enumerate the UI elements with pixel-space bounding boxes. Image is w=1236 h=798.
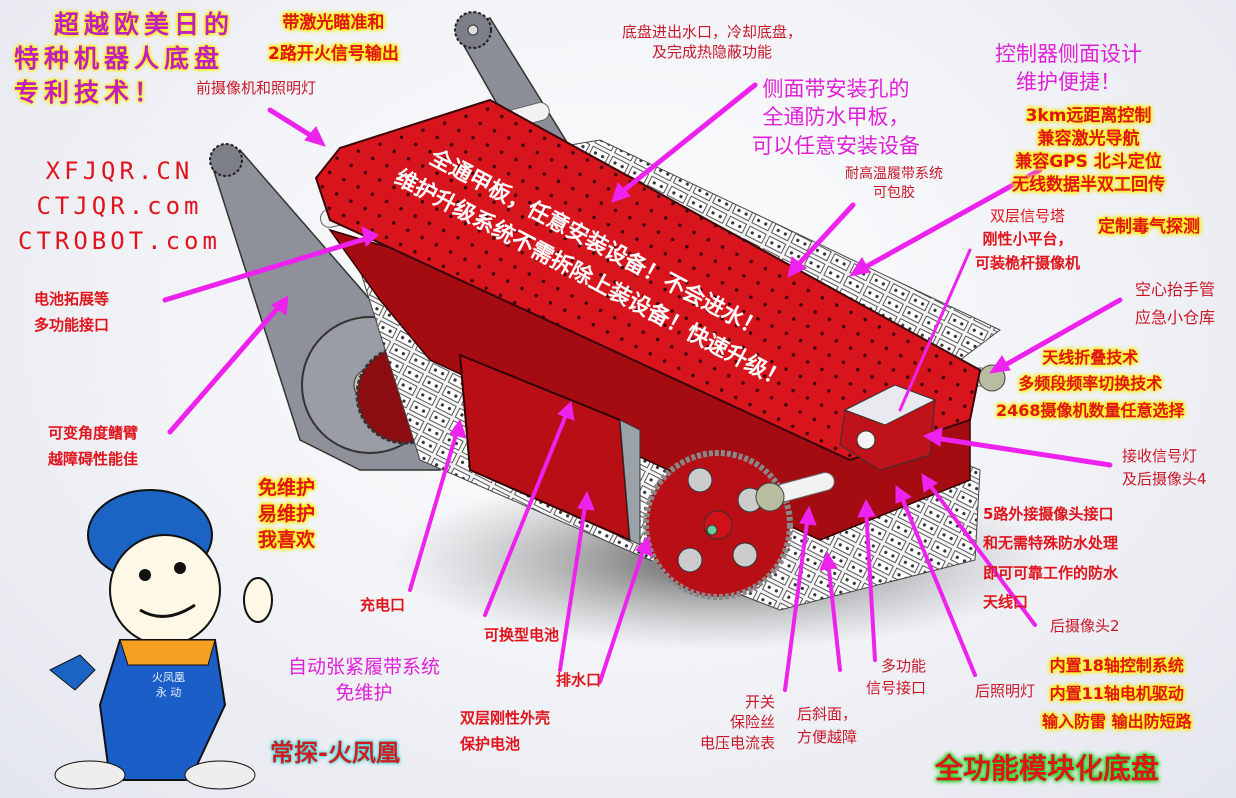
top-deck <box>314 98 982 462</box>
callout-camera-ports: 5路外接摄像头接口 和无需特殊防水处理 即可可靠工作的防水 天线口 <box>983 505 1119 611</box>
callout-maintenance: 免维护 易维护 我喜欢 <box>258 477 316 552</box>
callout-signal-light: 接收信号灯 及后摄像头4 <box>1122 447 1207 488</box>
callout-controller-side: 控制器侧面设计 维护便捷！ <box>995 42 1142 95</box>
callout-rear-slope: 后斜面， 方便越障 <box>797 705 858 746</box>
product-title: 全功能模块化底盘 <box>935 752 1160 785</box>
callout-battery: 可换型电池 <box>484 626 560 644</box>
mascot-mechanic <box>49 489 273 790</box>
callout-signal-tower: 双层信号塔 刚性小平台， 可装桅杆摄像机 <box>975 207 1081 272</box>
callout-auto-tension: 自动张紧履带系统 免维护 <box>288 656 441 704</box>
callout-switch: 开关 保险丝 电压电流表 <box>699 693 775 752</box>
rear-drive-wheel <box>643 450 793 600</box>
callout-control-features: 3km远距离控制 兼容激光导航 兼容GPS 北斗定位 无线数据半双工回传 <box>1012 106 1165 195</box>
callout-rear-camera2: 后摄像头2 <box>1050 617 1120 635</box>
callout-battery-interface: 电池拓展等 多功能接口 <box>34 290 110 335</box>
callout-shell: 双层刚性外壳 保护电池 <box>460 709 551 754</box>
callout-control-system: 内置18轴控制系统 内置11轴电机驱动 输入防雷 输出防短路 <box>1042 656 1192 731</box>
callout-water-inlet: 底盘进出水口，冷却底盘， 及完成热隐蔽功能 <box>622 23 803 62</box>
callout-front-camera: 前摄像机和照明灯 <box>196 79 317 97</box>
callout-gas-detection: 定制毒气探测 <box>1098 217 1200 237</box>
callout-multi-signal: 多功能 信号接口 <box>866 657 927 697</box>
mascot-overall-text: 火凤凰 永 动 <box>152 671 185 700</box>
callout-handle: 空心抬手管 应急小仓库 <box>1135 280 1216 327</box>
callout-track-system: 耐高温履带系统 可包胶 <box>845 166 943 201</box>
signal-tower-module <box>839 384 937 471</box>
callout-drain: 排水口 <box>556 671 602 689</box>
callout-antenna: 天线折叠技术 多频段频率切换技术 2468摄像机数量任意选择 <box>996 348 1185 420</box>
callout-arrows <box>162 82 1123 692</box>
brand-name: 常探-火凤凰 <box>270 739 400 767</box>
website-list: XFJQR.CN CTJQR.com CTROBOT.com <box>18 157 221 255</box>
callout-side-deck: 侧面带安装孔的 全通防水甲板， 可以任意安装设备 <box>752 77 920 158</box>
callout-laser: 带激光瞄准和 2路开火信号输出 <box>268 13 399 64</box>
callout-flipper: 可变角度鳍臂 越障碍性能佳 <box>48 424 139 469</box>
callout-rear-light: 后照明灯 <box>975 682 1036 700</box>
headline-title: 超越欧美日的 特种机器人底盘 专利技术！ <box>14 10 235 107</box>
callout-charge-port: 充电口 <box>360 596 406 614</box>
